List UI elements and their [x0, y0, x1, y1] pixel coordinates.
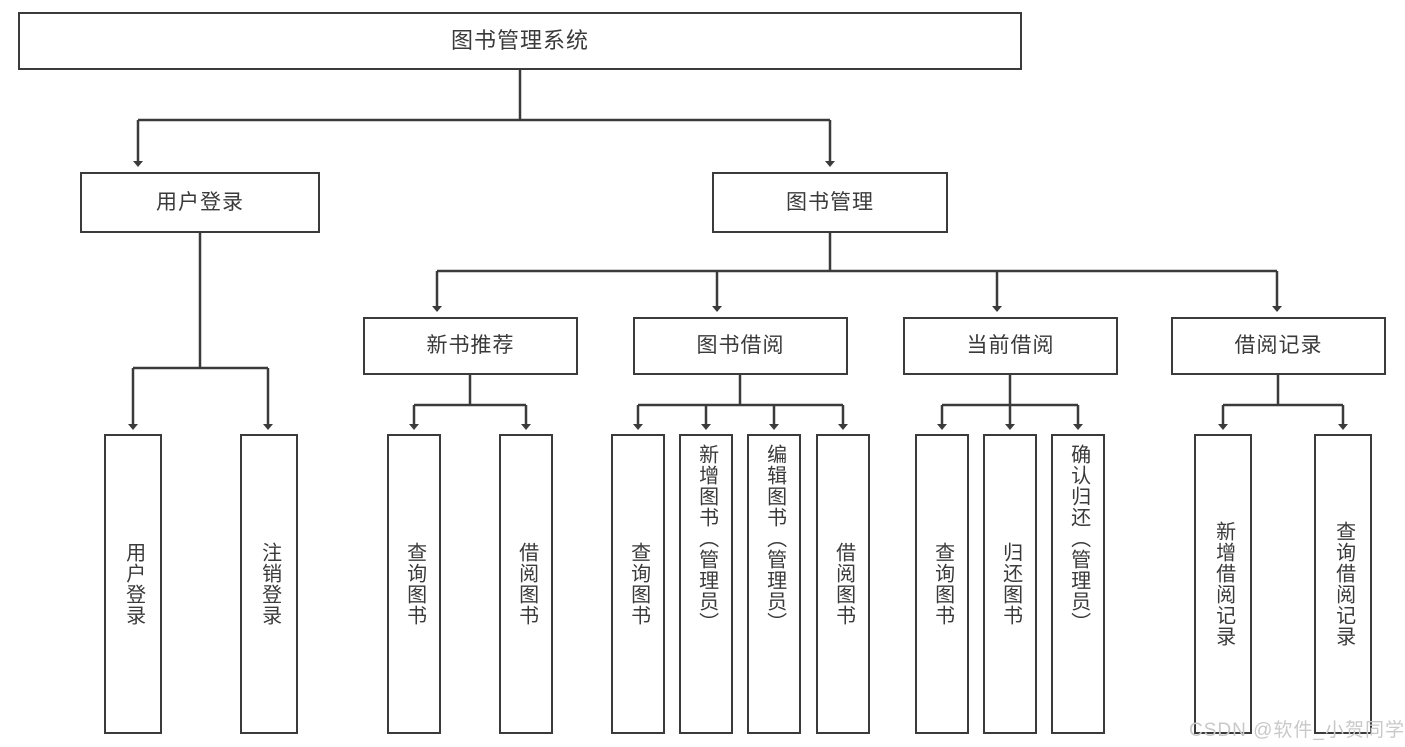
leaf-current-borrow-confirm-return-admin[interactable]: 确认归还（管理员）	[1051, 434, 1105, 734]
node-book-management[interactable]: 图书管理	[712, 172, 948, 233]
node-book-borrow[interactable]: 图书借阅	[633, 317, 848, 375]
leaf-user-login-login[interactable]: 用户登录	[104, 434, 162, 734]
leaf-user-login-logout[interactable]: 注销登录	[240, 434, 298, 734]
node-label: 图书管理	[786, 190, 874, 214]
node-current-borrow[interactable]: 当前借阅	[903, 317, 1118, 375]
node-user-login[interactable]: 用户登录	[80, 172, 320, 233]
node-label: 用户登录	[156, 190, 244, 214]
leaf-new-book-borrow-book[interactable]: 借阅图书	[499, 434, 553, 734]
leaf-new-book-query-book[interactable]: 查询图书	[387, 434, 441, 734]
leaf-label: 查询图书	[627, 542, 650, 626]
leaf-label: 新增图书（管理员）	[695, 444, 718, 633]
leaf-borrow-record-query-record[interactable]: 查询借阅记录	[1314, 434, 1372, 734]
leaf-current-borrow-return-book[interactable]: 归还图书	[983, 434, 1037, 734]
leaf-label: 查询图书	[931, 542, 954, 626]
node-label: 图书借阅	[696, 334, 785, 358]
leaf-book-borrow-edit-book-admin[interactable]: 编辑图书（管理员）	[747, 434, 801, 734]
leaf-book-borrow-borrow-book[interactable]: 借阅图书	[816, 434, 870, 734]
leaf-label: 查询借阅记录	[1332, 521, 1355, 647]
leaf-label: 注销登录	[258, 542, 281, 626]
node-root-book-management-system[interactable]: 图书管理系统	[18, 12, 1022, 70]
leaf-label: 新增借阅记录	[1212, 521, 1235, 647]
leaf-borrow-record-add-record[interactable]: 新增借阅记录	[1194, 434, 1252, 734]
watermark: CSDN @软件_小贺同学	[1189, 715, 1405, 742]
leaf-book-borrow-add-book-admin[interactable]: 新增图书（管理员）	[679, 434, 733, 734]
node-label: 图书管理系统	[450, 27, 589, 53]
node-label: 当前借阅	[966, 334, 1055, 358]
node-label: 新书推荐	[426, 334, 515, 358]
leaf-label: 借阅图书	[515, 542, 538, 626]
leaf-current-borrow-query-book[interactable]: 查询图书	[915, 434, 969, 734]
leaf-label: 归还图书	[999, 542, 1022, 626]
leaf-book-borrow-query-book[interactable]: 查询图书	[611, 434, 665, 734]
node-new-book-recommend[interactable]: 新书推荐	[363, 317, 578, 375]
watermark-text: CSDN @软件_小贺同学	[1189, 720, 1405, 741]
node-borrow-record[interactable]: 借阅记录	[1171, 317, 1386, 375]
node-label: 借阅记录	[1234, 334, 1323, 358]
leaf-label: 借阅图书	[832, 542, 855, 626]
leaf-label: 用户登录	[122, 542, 145, 626]
leaf-label: 编辑图书（管理员）	[763, 444, 786, 633]
leaf-label: 确认归还（管理员）	[1067, 444, 1090, 633]
leaf-label: 查询图书	[403, 542, 426, 626]
